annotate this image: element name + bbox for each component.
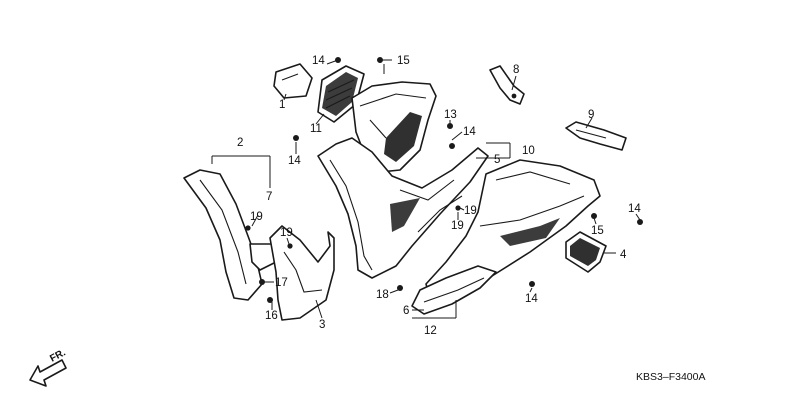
part-6-lower-skirt: [411, 265, 497, 315]
callout-10: 10: [522, 145, 535, 157]
part-5-side-cover: [425, 159, 601, 299]
upper-inner-cover: [351, 81, 437, 173]
callout-9: 9: [588, 109, 594, 121]
screw-15-b: [591, 213, 597, 219]
callout-19-b: 19: [280, 227, 293, 239]
screw-19-a: [245, 225, 251, 231]
callout-14-e: 14: [628, 203, 641, 215]
bolt-14-e: [637, 219, 643, 225]
front-arrow-icon: [29, 359, 67, 387]
callout-15-b: 15: [591, 225, 604, 237]
callout-19-d: 19: [451, 220, 464, 232]
callout-6: 6: [403, 305, 409, 317]
leader-lines: [211, 59, 641, 319]
part-2-left-cover: [183, 169, 277, 301]
part-8-bracket: [489, 65, 525, 105]
callout-17: 17: [275, 277, 288, 289]
callout-11: 11: [310, 123, 322, 135]
callout-14-d: 14: [525, 293, 538, 305]
callout-3: 3: [319, 319, 325, 331]
callout-7: 7: [266, 191, 272, 203]
part-11-grille: [317, 65, 365, 123]
callout-18: 18: [376, 289, 389, 301]
callout-15-a: 15: [397, 55, 410, 67]
bolt-14-c: [449, 143, 455, 149]
callout-14-a: 14: [312, 55, 325, 67]
center-lower-cover: [317, 137, 489, 279]
callout-16: 16: [265, 310, 278, 322]
bolt-14-d: [529, 281, 535, 287]
callout-2: 2: [237, 137, 243, 149]
front-label: FR.: [48, 347, 68, 364]
bolt-14-b: [293, 135, 299, 141]
callout-19-a: 19: [250, 211, 263, 223]
callout-4: 4: [620, 249, 627, 261]
bolt-18: [397, 285, 403, 291]
callout-5: 5: [494, 154, 500, 166]
diagram-code: KBS3–F3400A: [636, 371, 705, 383]
callout-14-b: 14: [288, 155, 301, 167]
screw-19-b: [287, 243, 293, 249]
part-1-cover-plate: [273, 63, 313, 99]
callout-13: 13: [444, 109, 457, 121]
screw-16: [267, 297, 273, 303]
callout-8: 8: [513, 64, 519, 76]
callouts: 1 2 3 4 5 6 7 8 9 10 11 12 13 14 14 14 1…: [237, 55, 641, 337]
callout-14-c: 14: [463, 126, 476, 138]
callout-19-c: 19: [464, 205, 477, 217]
front-direction-indicator: FR.: [29, 347, 68, 387]
screw-19-c: [455, 205, 461, 211]
screw-17: [259, 279, 265, 285]
callout-12: 12: [424, 325, 437, 337]
callout-1: 1: [279, 99, 285, 111]
part-4-step-mat: [565, 231, 607, 273]
part-9-stay: [565, 121, 627, 151]
part-3-inner-strip: [269, 225, 335, 321]
